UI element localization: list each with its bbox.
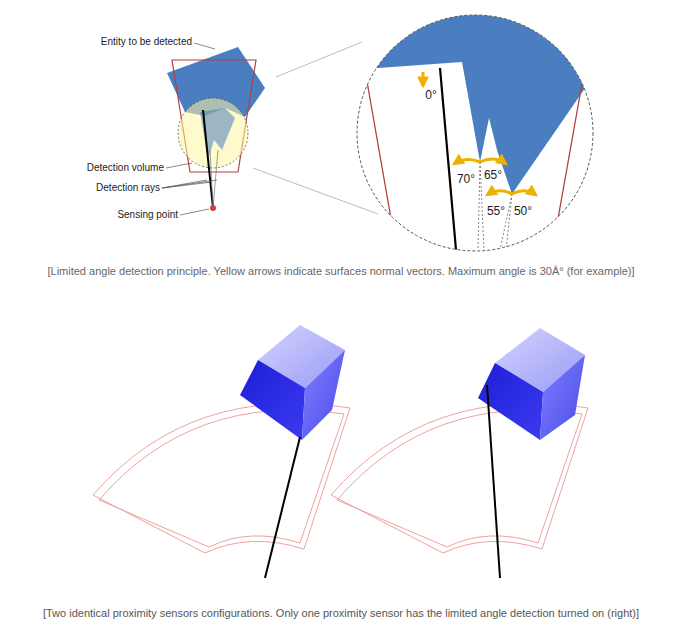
- angle-label: 55°: [486, 205, 506, 219]
- part-label: Entity to be detected: [101, 36, 192, 48]
- part-label: Detection volume: [87, 162, 164, 174]
- zoom-circle: [178, 98, 248, 168]
- sensing-point: [210, 205, 216, 211]
- zoom-line: [253, 168, 378, 214]
- caption: [Limited angle detection principle. Yell…: [47, 265, 634, 278]
- normal-arrows: [423, 72, 536, 195]
- detection-ray: [203, 110, 213, 208]
- angle-label: 50°: [513, 205, 533, 219]
- part-label: Detection rays: [96, 182, 160, 194]
- detection-volume: [172, 60, 256, 172]
- part-label: Sensing point: [117, 209, 178, 221]
- zoom-view: [350, 0, 610, 250]
- cube: [478, 328, 585, 440]
- zoom-line: [276, 42, 362, 77]
- detection-ray: [213, 150, 218, 208]
- leader-lines: [162, 43, 217, 215]
- detection-ray: [265, 437, 300, 578]
- cube: [240, 325, 345, 440]
- angle-label: 0°: [424, 89, 437, 103]
- angle-label: 70°: [456, 173, 476, 187]
- detection-ray: [210, 150, 213, 208]
- detection-ray: [487, 385, 500, 578]
- caption: [Two identical proximity sensors configu…: [43, 607, 639, 620]
- zoom-circle: [357, 15, 593, 251]
- angle-label: 65°: [483, 169, 503, 183]
